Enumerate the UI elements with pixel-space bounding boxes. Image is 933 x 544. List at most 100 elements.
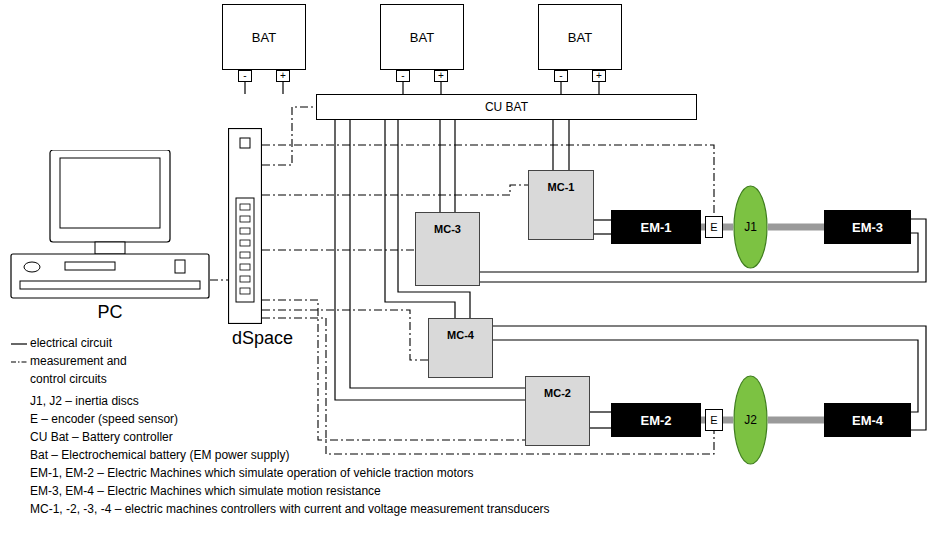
power-wire [590,412,611,428]
power-wire [561,82,599,94]
power-wire-path [590,427,611,428]
drive-shaft [768,420,824,421]
node-text: BAT [252,30,276,45]
controller-box: MC-2 [525,376,590,446]
legend-entry: electrical circuit [30,334,142,352]
node-text: BAT [568,30,592,45]
monitor-stand [95,242,125,254]
control-signal-line [262,185,528,195]
power-wire-path [590,411,611,412]
legend-entry: measurement and control circuits [30,352,142,388]
control-signal-line-path [262,300,525,440]
controller-box: MC-3 [415,212,480,286]
inertia-disc: J2 [733,375,768,465]
power-wire-path [350,120,525,388]
pc-illustration [10,150,210,300]
io-port [240,240,250,246]
monitor-body [50,150,170,242]
node-text: EM-4 [852,413,883,428]
node-text: dSpace [232,328,293,349]
power-wire-path [560,82,561,94]
port-panel [236,198,254,302]
control-signal-line-path [210,279,228,280]
abbreviation-note: MC-1, -2, -3, -4 – electric machines con… [30,500,550,518]
legend-text: electrical circuit [30,336,112,350]
control-signal-line [210,280,228,281]
abbreviation-note: Bat – Electrochemical battery (EM power … [30,446,289,464]
inertia-disc-shape [734,186,767,268]
io-port [240,204,250,210]
drive-shaft-path [768,417,824,424]
legend-sample [11,360,27,364]
control-signal-line-path [262,318,714,454]
abbreviation-note: J1, J2 – inertia discs [30,392,139,410]
power-wire-path [594,233,611,234]
node-text: EM-1 [640,220,671,235]
electric-machine: EM-2 [611,403,701,437]
drive-slot [65,262,115,270]
power-wire [440,120,455,212]
power-wire-path [594,219,611,220]
dspace-illustration [228,128,262,324]
control-signal-line-path [262,107,316,165]
io-port [240,276,250,282]
abbreviation-note: E – encoder (speed sensor) [30,410,178,428]
battery-terminal: - [396,70,410,82]
battery-terminal: - [554,70,568,82]
dspace-unit: dSpace [228,128,262,324]
node-text: MC-1 [548,181,575,193]
encoder-box: E [705,409,723,431]
node-text: J1 [744,220,757,234]
control-signal-line [262,250,415,251]
battery-terminal: + [592,70,606,82]
drive-shaft [723,420,733,421]
abbreviation-note: EM-1, EM-2 – Electric Machines which sim… [30,464,474,482]
power-wire-path [440,82,441,94]
legend-line [11,361,27,362]
status-led [240,138,250,148]
drive-shaft-path [723,224,733,231]
node-text: J2 [744,413,757,427]
power-wire-path [454,120,455,212]
system-unit [11,254,209,298]
power-wire-path [598,82,599,94]
power-wire [335,120,525,400]
power-wire-path [244,82,245,94]
control-signal-line [262,318,714,454]
front-button [175,260,185,273]
control-signal-line [262,145,714,216]
io-port [240,228,250,234]
node-text: EM-3 [852,220,883,235]
control-signal-line [262,107,316,165]
drive-shaft [723,227,733,228]
pc-computer: PC [10,150,210,300]
io-port [240,252,250,258]
power-wire-path [402,82,403,94]
control-signal-line [262,300,525,440]
control-signal-line-path [262,185,528,195]
node-text: PC [10,302,210,323]
battery-terminal: + [276,70,290,82]
node-text: E [710,414,717,426]
battery-box: BAT [222,4,306,70]
drive-shaft [768,227,824,228]
monitor-screen [60,158,160,228]
controller-box: MC-1 [528,170,594,240]
inertia-disc: J1 [733,185,768,269]
dspace-housing [229,129,262,324]
drive-bay [20,281,200,289]
drive-shaft-path [768,224,824,231]
abbreviation-note: EM-3, EM-4 – Electric Machines which sim… [30,482,381,500]
control-signal-line-path [262,249,415,250]
electric-machine: EM-4 [824,403,911,437]
electric-machine: EM-1 [611,210,701,244]
battery-controller-box: CU BAT [316,94,697,120]
controller-box: MC-4 [428,318,493,378]
legend-text: measurement and control circuits [30,354,127,386]
power-button [24,262,40,272]
battery-box: BAT [380,4,464,70]
encoder-box: E [705,216,723,238]
battery-terminal: + [434,70,448,82]
battery-terminal: - [238,70,252,82]
node-text: MC-4 [447,329,474,341]
